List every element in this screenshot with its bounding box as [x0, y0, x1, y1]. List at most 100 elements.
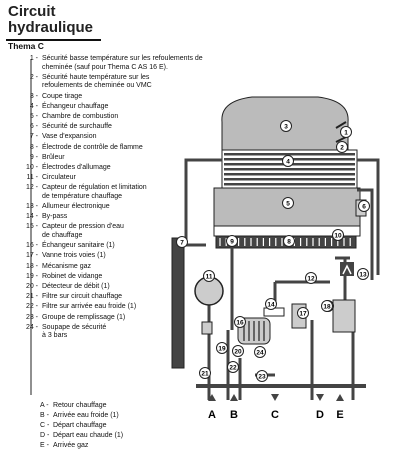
- combustion-chamber: [213, 187, 361, 231]
- callout-number: 23: [258, 373, 266, 380]
- callout-number: 17: [299, 310, 307, 317]
- component-list: 1 - Sécurité basse température sur les re…: [8, 55, 203, 342]
- component-label: Électrode de contrôle de flamme: [42, 143, 143, 151]
- callout-number: 8: [287, 238, 291, 245]
- callout-circle: [226, 235, 238, 247]
- legend-label: Départ eau chaude (1): [53, 432, 124, 440]
- legend-item: A -Retour chauffage: [40, 402, 123, 410]
- callout-marker: 10: [332, 229, 344, 241]
- component-item: 22 - Filtre sur arrivée eau froide (1): [8, 303, 203, 312]
- callout-marker: 13: [357, 268, 369, 280]
- component-label: Soupape de sécurité à 3 bars: [42, 323, 107, 340]
- electronic-igniter: [340, 262, 354, 276]
- component-label: Vanne trois voies (1): [42, 252, 106, 260]
- title-line-1: Circuit: [8, 3, 56, 20]
- callout-circle: [321, 300, 333, 312]
- callout-number: 12: [307, 275, 315, 282]
- callout-marker: 21: [199, 367, 211, 379]
- legend-key: B -: [40, 412, 49, 420]
- callout-circle: [305, 272, 317, 284]
- connection-label: A: [208, 409, 216, 421]
- legend-item: B -Arrivée eau froide (1): [40, 412, 123, 420]
- component-item: 9 -Brûleur: [8, 154, 203, 163]
- callout-marker: 1: [340, 126, 352, 138]
- component-item: 24 -Soupape de sécurité à 3 bars: [8, 324, 203, 341]
- callout-number: 16: [236, 319, 244, 326]
- callout-marker: 7: [176, 236, 188, 248]
- component-number: 8 -: [29, 143, 38, 151]
- legend-label: Arrivée gaz: [53, 442, 89, 450]
- component-item: 11 -Circulateur: [8, 174, 203, 183]
- component-label: Sécurité basse température sur les refou…: [42, 55, 203, 71]
- component-number: 10 -: [25, 163, 38, 171]
- component-label: Groupe de remplissage (1): [42, 313, 126, 321]
- callout-marker: 16: [234, 316, 246, 328]
- component-item: 21 -Filtre sur circuit chauffage: [8, 293, 203, 302]
- callout-number: 20: [234, 348, 242, 355]
- connection-label: E: [336, 409, 343, 421]
- callout-circle: [340, 126, 352, 138]
- component-item: 2 -Sécurité haute température sur les re…: [8, 74, 203, 91]
- component-number: 23 -: [25, 313, 38, 321]
- callout-circle: [176, 236, 188, 248]
- igniter-symbol: [342, 264, 352, 275]
- exchanger-fin: [224, 168, 355, 171]
- callout-circle: [203, 270, 215, 282]
- component-label: Filtre sur arrivée eau froide (1): [42, 303, 137, 311]
- component-number: 15 -: [25, 223, 38, 231]
- sensor-1: [335, 121, 347, 129]
- callout-circle: [336, 141, 348, 153]
- component-label: Coupe tirage: [42, 92, 83, 100]
- component-item: 15 -Capteur de pression d'eau de chauffa…: [8, 223, 203, 240]
- callout-number: 9: [230, 238, 234, 245]
- callout-circle: [332, 229, 344, 241]
- component-label: Allumeur électronique: [42, 203, 110, 211]
- component-number: 18 -: [25, 262, 38, 270]
- callout-marker: 20: [232, 345, 244, 357]
- component-item: 8 - Électrode de contrôle de flamme: [8, 144, 203, 153]
- callouts: 123456789101112131415161718192021222324: [176, 120, 370, 382]
- component-number: 7 -: [29, 133, 38, 141]
- callout-circle: [232, 345, 244, 357]
- component-number: 20 -: [25, 282, 38, 290]
- callout-number: 22: [229, 364, 237, 371]
- legend-key: D -: [40, 432, 50, 440]
- component-label: Échangeur chauffage: [42, 102, 109, 110]
- component-item: 19 -Robinet de vidange: [8, 273, 203, 282]
- component-item: 13 -Allumeur électronique: [8, 203, 203, 212]
- legend-item: D -Départ eau chaude (1): [40, 432, 123, 440]
- component-label: Échangeur sanitaire (1): [42, 242, 115, 250]
- callout-number: 3: [284, 123, 288, 130]
- connection-arrow: [271, 394, 279, 401]
- callout-number: 2: [340, 144, 344, 151]
- connection-arrow: [316, 394, 324, 401]
- callout-marker: 2: [336, 141, 348, 153]
- component-label: Circulateur: [42, 174, 76, 182]
- legend-label: Départ chauffage: [53, 422, 107, 430]
- component-number: 22 -: [25, 303, 38, 311]
- title-line-2: hydraulique: [8, 19, 94, 36]
- component-label: Chambre de combustion: [42, 112, 119, 120]
- component-label: Capteur de régulation et limitation de t…: [42, 184, 147, 200]
- connection-arrows: [208, 394, 344, 401]
- callout-marker: 23: [256, 370, 268, 382]
- callout-number: 18: [323, 303, 331, 310]
- callout-circle: [254, 346, 266, 358]
- component-item: 7 -Vase d'expansion: [8, 133, 203, 142]
- component-number: 9 -: [29, 153, 38, 161]
- callout-marker: 12: [305, 272, 317, 284]
- callout-circle: [227, 361, 239, 373]
- callout-number: 13: [359, 271, 367, 278]
- callout-marker: 19: [216, 342, 228, 354]
- component-item: 14 -By-pass: [8, 213, 203, 222]
- component-number: 1 -: [29, 55, 38, 62]
- legend-key: C -: [40, 422, 50, 430]
- exchanger-fin: [224, 183, 355, 186]
- callout-marker: 18: [321, 300, 333, 312]
- component-number: 17 -: [25, 252, 38, 260]
- component-item: 23 - Groupe de remplissage (1): [8, 314, 203, 323]
- callout-circle: [234, 316, 246, 328]
- callout-number: 7: [180, 239, 184, 246]
- component-label: Filtre sur circuit chauffage: [42, 293, 123, 301]
